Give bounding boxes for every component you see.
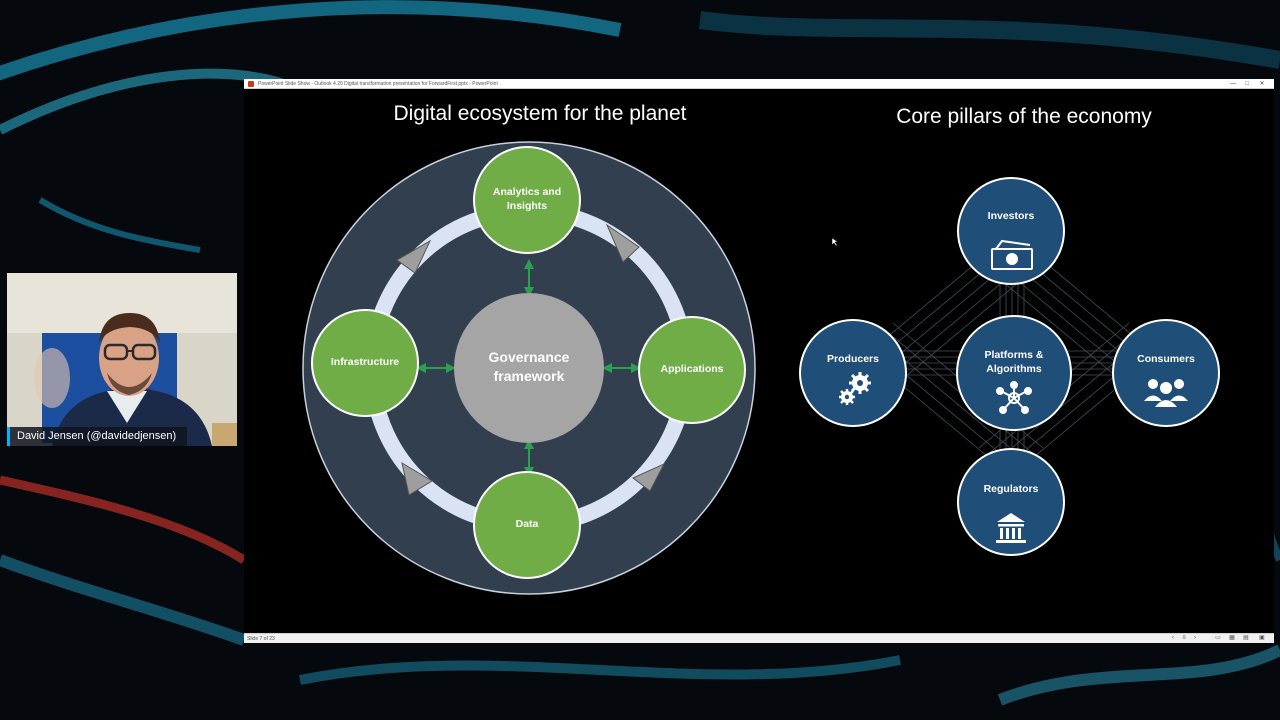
- governance-label: Governance framework: [469, 341, 589, 393]
- slide-show-icon[interactable]: ▣: [1258, 635, 1266, 642]
- regulators-node: [958, 449, 1064, 555]
- mouse-cursor-icon: [832, 238, 838, 246]
- window-title: PowerPoint Slide Show - Outlook 4.20 Dig…: [258, 80, 498, 88]
- presenter-video: [7, 273, 237, 446]
- slide-sorter-icon[interactable]: ▦: [1228, 635, 1236, 642]
- investors-label: Investors: [966, 207, 1056, 227]
- consumers-label: Consumers: [1121, 350, 1211, 370]
- next-slide-icon[interactable]: ›: [1191, 635, 1199, 642]
- reading-view-icon[interactable]: ▤: [1242, 635, 1250, 642]
- consumers-node: [1113, 320, 1219, 426]
- regulators-label: Regulators: [966, 480, 1056, 500]
- presenter-name: David Jensen (@davidedjensen): [17, 430, 176, 442]
- slide[interactable]: Digital ecosystem for the planet Core pi…: [244, 89, 1274, 633]
- producers-label: Producers: [808, 350, 898, 370]
- webcam-feed: [7, 273, 237, 446]
- right-slide-title: Core pillars of the economy: [824, 105, 1224, 129]
- title-bar: PowerPoint Slide Show - Outlook 4.20 Dig…: [244, 79, 1274, 89]
- data-label: Data: [487, 515, 567, 535]
- previous-slide-icon[interactable]: ‹: [1169, 635, 1177, 642]
- platforms-label: Platforms & Algorithms: [974, 347, 1054, 379]
- infrastructure-label: Infrastructure: [320, 353, 410, 373]
- normal-view-icon[interactable]: ▭: [1214, 635, 1222, 642]
- producers-node: [800, 320, 906, 426]
- slide-counter: Slide 7 of 23: [247, 635, 275, 643]
- presenter-name-tag: David Jensen (@davidedjensen): [7, 427, 187, 446]
- close-button[interactable]: ✕: [1251, 79, 1273, 89]
- menu-icon[interactable]: ≡: [1180, 635, 1188, 642]
- left-slide-title: Digital ecosystem for the planet: [340, 102, 740, 126]
- applications-label: Applications: [647, 360, 737, 380]
- analytics-label: Analytics and Insights: [487, 180, 567, 220]
- powerpoint-window: PowerPoint Slide Show - Outlook 4.20 Dig…: [244, 79, 1274, 643]
- status-bar: Slide 7 of 23 ‹ ≡ › ▭ ▦ ▤ ▣: [244, 633, 1274, 643]
- powerpoint-app-icon: [248, 81, 254, 87]
